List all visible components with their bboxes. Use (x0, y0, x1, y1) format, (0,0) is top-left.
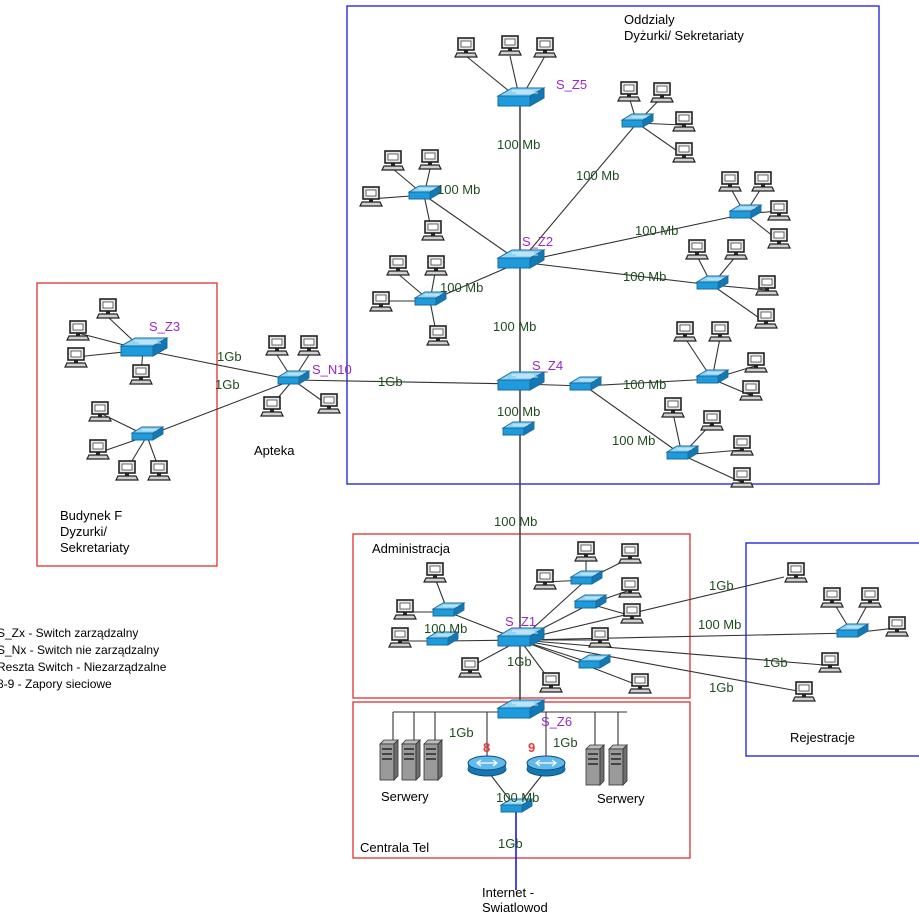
legend-item: S_Zx - Switch zarządzalny (0, 626, 138, 640)
switch-s-z1-label: S_Z1 (505, 614, 536, 629)
switch-s-z3-label: S_Z3 (149, 319, 180, 334)
link-label: 1Gb (709, 680, 734, 695)
link-label: 100 Mb (497, 404, 540, 419)
link-label: 100 Mb (576, 168, 619, 183)
switch-s-z2-label: S_Z2 (522, 234, 553, 249)
link-label: 1Gb (763, 655, 788, 670)
link-label: 100 Mb (623, 269, 666, 284)
legend-item: S_Nx - Switch nie zarządzalny (0, 643, 159, 657)
switch-s-z4-label: S_Z4 (532, 358, 563, 373)
link-label: 1Gb (498, 836, 523, 851)
zone-budynek-f (36, 282, 218, 567)
link-label: 1Gb (553, 735, 578, 750)
link-label: 1Gb (449, 725, 474, 740)
switch-s-n10 (277, 370, 310, 385)
link-label: 100 Mb (494, 514, 537, 529)
firewall-8 (467, 755, 507, 777)
zone-rejestracje-label: Rejestracje (790, 730, 855, 745)
legend: S_Zx - Switch zarządzalny S_Nx - Switch … (0, 626, 167, 691)
switch-s-z6 (497, 699, 545, 719)
link-label: 100 Mb (635, 223, 678, 238)
switch-s-z6-label: S_Z6 (541, 714, 572, 729)
switch-s-z5-label: S_Z5 (556, 77, 587, 92)
link-label: 100 Mb (424, 621, 467, 636)
switch-s-n10-label: S_N10 (312, 362, 352, 377)
link-label: 100 Mb (437, 182, 480, 197)
zone-apteka-label: Apteka (254, 443, 295, 458)
link-label: 100 Mb (698, 617, 741, 632)
servers-right (585, 744, 628, 786)
internet-label: Internet -Swiatlowod (482, 885, 548, 915)
zone-oddzialy (346, 5, 880, 485)
link-label: 100 Mb (496, 790, 539, 805)
servers-left (379, 739, 443, 781)
link-label: 100 Mb (493, 319, 536, 334)
link-labels: 100 Mb 100 Mb 100 Mb 100 Mb 100 Mb 100 M… (215, 137, 788, 851)
legend-item: Reszta Switch - Niezarządzalne (0, 660, 167, 674)
switch-s-z4 (497, 371, 545, 391)
servers-right-label: Serwery (597, 791, 645, 806)
firewall-9 (526, 755, 566, 777)
computers (64, 35, 909, 702)
link-label: 1Gb (215, 377, 240, 392)
legend-item: 8-9 - Zapory sieciowe (0, 677, 112, 691)
link-label: 1Gb (217, 349, 242, 364)
link-label: 1Gb (709, 578, 734, 593)
link-label: 100 Mb (612, 433, 655, 448)
zone-centrala-label: Centrala Tel (360, 840, 429, 855)
firewall-9-label: 9 (528, 740, 535, 755)
link-label: 1Gb (378, 374, 403, 389)
switch-s-z5 (497, 87, 545, 107)
link-label: 100 Mb (623, 377, 666, 392)
zone-rejestracje (745, 542, 919, 757)
servers-left-label: Serwery (381, 789, 429, 804)
link-label: 1Gb (507, 654, 532, 669)
link-label: 100 Mb (497, 137, 540, 152)
firewall-8-label: 8 (483, 740, 490, 755)
zone-administracja (352, 533, 691, 699)
link-label: 100 Mb (440, 280, 483, 295)
zone-administracja-label: Administracja (372, 541, 451, 556)
switch-s-z2 (497, 249, 545, 269)
